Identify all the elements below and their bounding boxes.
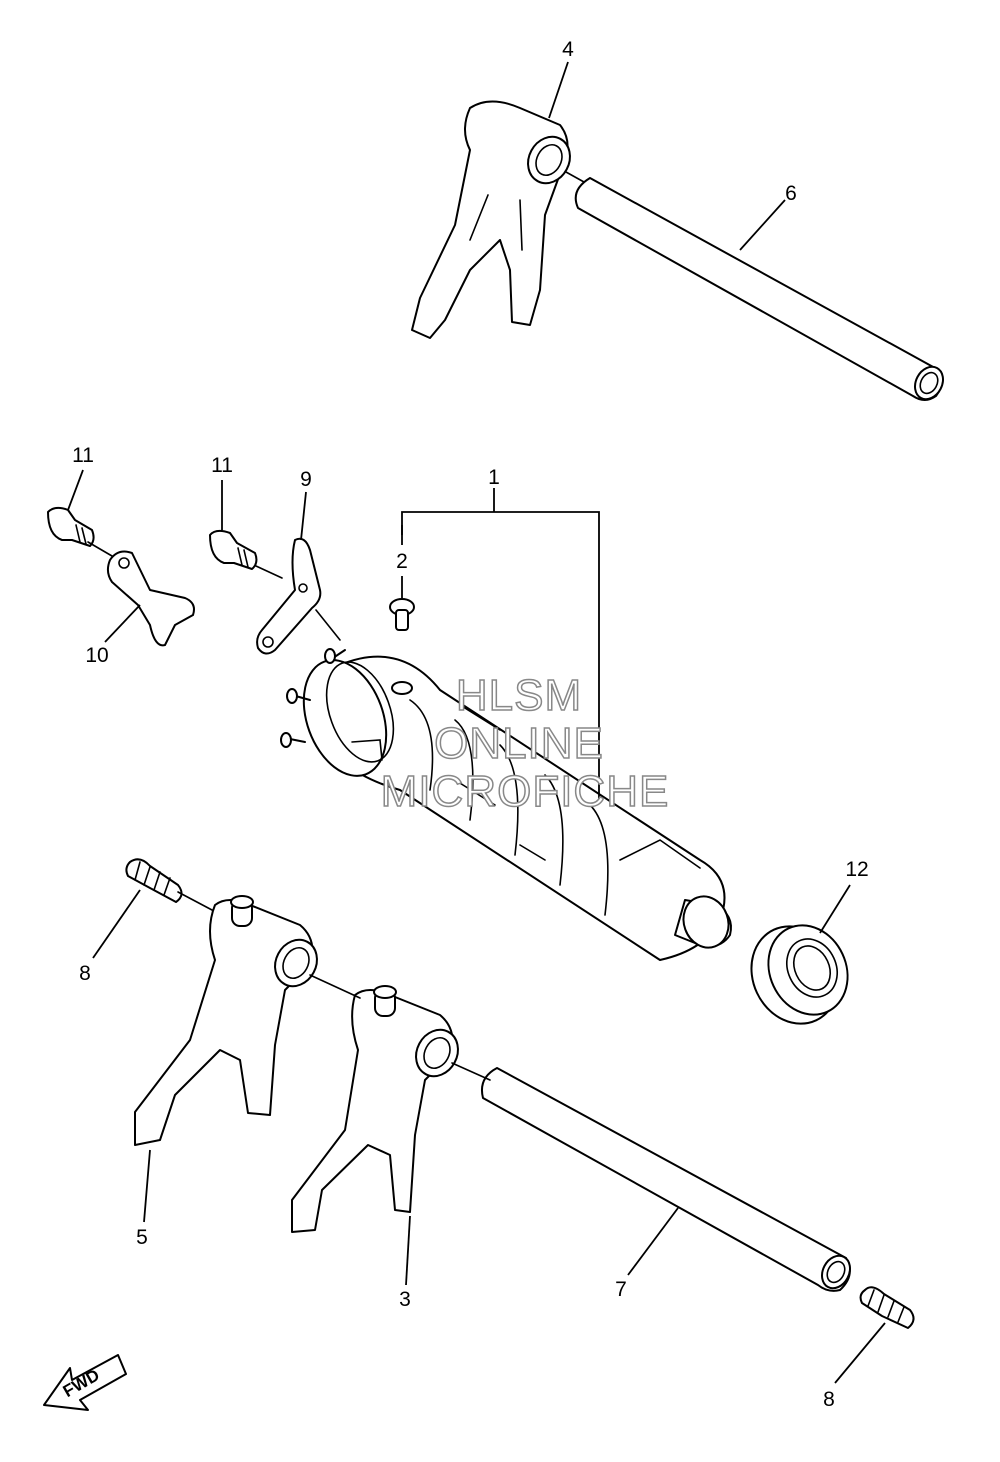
forward-arrow-icon: FWD: [43, 1354, 127, 1411]
watermark-line-2: ONLINE: [434, 719, 604, 768]
shift-fork-shaft-lower: [481, 1067, 851, 1292]
spring-lower: [859, 1286, 915, 1329]
callout-9: 9: [300, 468, 312, 491]
callout-2: 2: [396, 550, 408, 573]
leader-lines: [67, 61, 886, 1384]
watermark-line-1: HLSM: [456, 671, 582, 720]
shift-fork-middle: [291, 985, 459, 1233]
shift-fork-shaft-upper: [574, 177, 944, 401]
shift-drum: [280, 648, 732, 961]
bolt-left: [47, 506, 95, 547]
callout-5: 5: [136, 1226, 148, 1249]
callout-12: 12: [845, 858, 868, 881]
watermark-line-3: MICROFICHE: [381, 767, 670, 816]
drum-pin: [389, 576, 415, 695]
spring-upper: [125, 858, 183, 903]
stopper-lever: [106, 550, 195, 647]
callout-8-upper: 8: [79, 962, 91, 985]
alignment-lines: [87, 541, 491, 1081]
callout-11-right: 11: [211, 454, 233, 477]
watermark: HLSM ONLINE MICROFICHE: [380, 670, 670, 817]
callout-11-left: 11: [72, 444, 94, 467]
callout-labels: 4 6 1 2 11 11 9 10 12 8 5 3 7 8: [72, 38, 869, 1411]
shift-fork-left: [134, 895, 318, 1146]
callout-8-lower: 8: [823, 1388, 835, 1411]
shift-fork-upper: [411, 100, 585, 339]
callout-6: 6: [785, 182, 797, 205]
stopper-plate: [256, 537, 322, 655]
callout-7: 7: [615, 1278, 627, 1301]
bearing: [750, 924, 849, 1025]
bolt-right: [209, 529, 258, 570]
callout-1: 1: [488, 466, 500, 489]
callout-3: 3: [399, 1288, 411, 1311]
callout-4: 4: [562, 38, 574, 61]
callout-10: 10: [85, 644, 108, 667]
